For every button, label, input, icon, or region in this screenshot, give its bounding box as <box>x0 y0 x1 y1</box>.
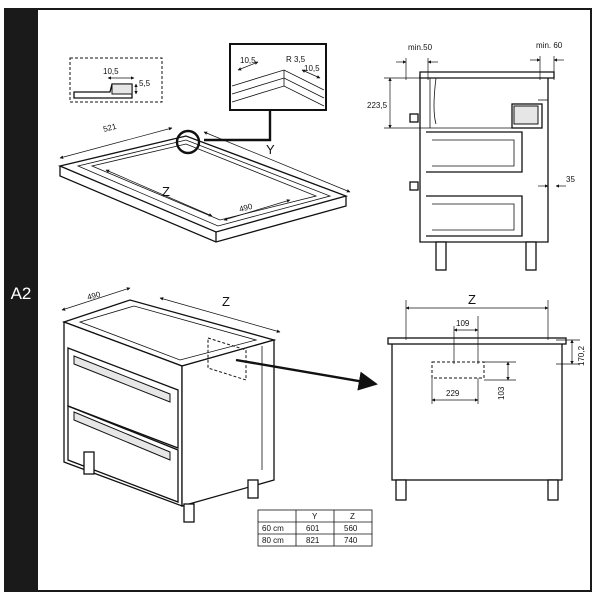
back-cutout-left-label: 229 <box>446 389 460 398</box>
cabinet-perspective: 490 Z <box>61 287 378 523</box>
side-min-left-label: min.50 <box>408 43 433 52</box>
table-header-y: Y <box>312 512 318 521</box>
dimension-table: Y Z 60 cm 601 560 80 cm 821 740 <box>257 509 373 547</box>
back-top-height-label: 170,2 <box>577 345 586 366</box>
side-counter <box>419 71 555 79</box>
profile-width-label: 10,5 <box>103 67 119 76</box>
drawer-upper <box>67 347 179 449</box>
side-view: min.50 min. 60 223,5 35 <box>367 41 575 271</box>
profile-height-label: 5,5 <box>139 79 151 88</box>
profile-detail: 10,5 5,5 <box>69 57 163 103</box>
table-row-2-y: 821 <box>306 536 320 545</box>
side-offset-label: 35 <box>566 175 575 184</box>
side-min-right-label: min. 60 <box>536 41 563 50</box>
back-cutout-width-label: 109 <box>456 319 470 328</box>
corner-left-label: 10,5 <box>240 56 256 65</box>
side-height-label: 223,5 <box>367 101 388 110</box>
profile-detail-box <box>69 57 163 103</box>
table-row-1-size: 60 cm <box>262 524 284 533</box>
cabinet-cutout <box>207 337 247 381</box>
corner-detail-box <box>229 43 327 111</box>
handle-lower <box>73 411 171 461</box>
top-depth-label: 521 <box>102 122 118 134</box>
top-inner-label: 490 <box>238 202 254 214</box>
pointer-arrow <box>235 358 378 391</box>
section-tag: A2 <box>10 284 32 303</box>
top-view: 521 Y Z 490 <box>57 122 351 243</box>
side-body <box>419 75 549 243</box>
cabinet-width-letter: Z <box>222 294 230 309</box>
back-panel <box>391 341 563 481</box>
back-width-letter: Z <box>468 292 476 307</box>
cabinet-depth-label: 490 <box>86 290 102 302</box>
table-row-1-z: 560 <box>344 524 358 533</box>
side-band <box>4 8 38 592</box>
top-width-letter: Z <box>162 184 170 199</box>
detail-circle <box>175 129 201 155</box>
back-cutout-height-label: 103 <box>497 386 506 400</box>
table-row-2-z: 740 <box>344 536 358 545</box>
drawer-lower <box>67 405 179 503</box>
back-cutout <box>431 361 485 379</box>
corner-radius-label: R 3,5 <box>286 55 306 64</box>
top-detail-letter: Y <box>266 142 275 157</box>
profile-edge <box>111 83 133 95</box>
table-row-2-size: 80 cm <box>262 536 284 545</box>
table-row-1-y: 601 <box>306 524 320 533</box>
leader-line <box>204 110 272 142</box>
corner-detail: 10,5 R 3,5 10,5 <box>204 43 327 142</box>
handle-upper <box>73 355 171 403</box>
back-view: Z 109 170,2 103 229 <box>387 292 586 501</box>
corner-right-label: 10,5 <box>304 64 320 73</box>
table-header-z: Z <box>350 512 355 521</box>
